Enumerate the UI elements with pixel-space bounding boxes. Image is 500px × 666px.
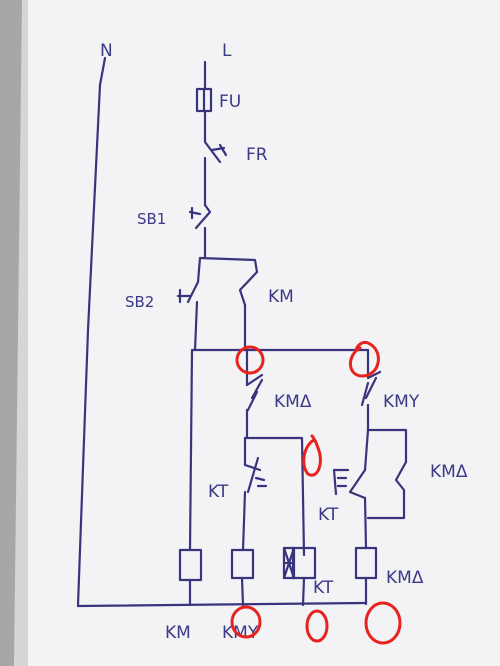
kt-no-contact-label: KT — [318, 505, 339, 525]
overload-label: FR — [246, 145, 268, 165]
km-delta-holding-contact-label: KMΔ — [430, 462, 468, 482]
fuse-label: FU — [219, 92, 241, 112]
stop-button-label: SB1 — [137, 210, 166, 228]
stop-button-symbol — [188, 203, 212, 230]
bottom-bus-wire — [76, 601, 367, 608]
start-button-label: SB2 — [125, 293, 154, 311]
line-rail-label: L — [222, 41, 232, 61]
kt-no-contact-symbol — [332, 468, 367, 500]
red-circle-mark — [230, 605, 262, 639]
start-button-symbol — [176, 280, 200, 304]
red-circle-mark — [364, 601, 402, 645]
km-holding-contact-label: KM — [268, 287, 294, 307]
neutral-rail-wire — [76, 56, 107, 607]
kt-nc-contact-symbol — [243, 456, 268, 494]
kmdelta-coil — [354, 546, 378, 580]
red-annotation-marks — [230, 340, 402, 645]
red-circle-mark — [349, 340, 380, 378]
paper-sheet — [14, 0, 500, 666]
red-circle-mark — [235, 345, 265, 375]
kmy-coil — [230, 548, 255, 580]
km-delta-nc-contact-label: KMΔ — [274, 392, 312, 412]
km-holding-contact-symbol — [238, 270, 259, 307]
kmdelta-coil-label: KMΔ — [386, 568, 424, 588]
km-delta-holding-contact-symbol — [394, 460, 408, 492]
km-delta-nc-contact-symbol — [245, 373, 264, 412]
kt-nc-contact-label: KT — [208, 482, 229, 502]
fuse-symbol — [195, 87, 213, 113]
kt-coil — [282, 546, 317, 580]
wiring — [76, 56, 408, 608]
neutral-rail-label: N — [100, 41, 113, 61]
notebook-binding — [0, 0, 28, 666]
overload-contact-symbol — [203, 133, 228, 167]
km-coil — [178, 548, 203, 582]
km-star-nc-contact-symbol — [360, 370, 382, 407]
red-circle-mark — [302, 434, 322, 477]
kt-coil-label: KT — [313, 578, 334, 598]
km-coil-label: KM — [165, 623, 191, 643]
km-star-nc-contact-label: KMY — [383, 392, 420, 412]
red-circle-mark — [305, 609, 329, 643]
